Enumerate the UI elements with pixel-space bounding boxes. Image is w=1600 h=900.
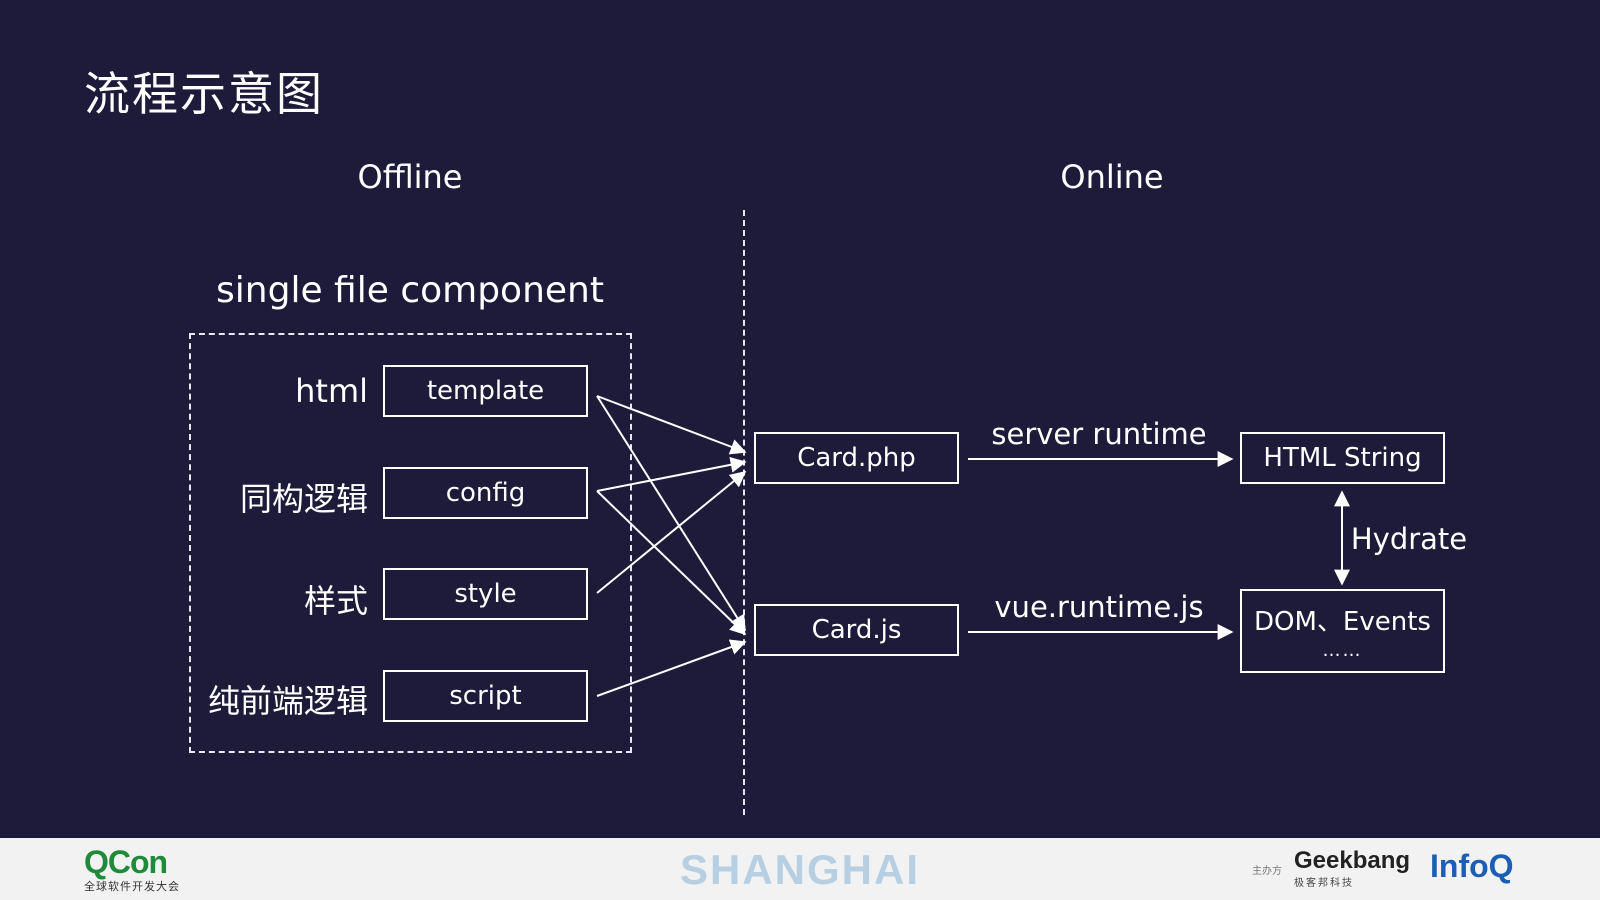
qcon-logo: QCon 全球软件开发大会 (84, 846, 180, 894)
template-box: template (383, 365, 588, 417)
dom-events-box: DOM、Events …… (1240, 589, 1445, 673)
slide-title: 流程示意图 (84, 67, 324, 121)
row-label-html: html (295, 372, 368, 410)
card-php-box: Card.php (754, 432, 959, 484)
script-box: script (383, 670, 588, 722)
server-runtime-label: server runtime (991, 417, 1207, 451)
infoq-logo: InfoQ (1430, 848, 1514, 884)
html-string-box: HTML String (1240, 432, 1445, 484)
qcon-logo-text: QCon (84, 844, 168, 880)
row-label-frontend-logic: 纯前端逻辑 (207, 682, 368, 720)
offline-heading: Offline (357, 158, 463, 196)
offline-online-divider (743, 210, 745, 815)
footer-bar: QCon 全球软件开发大会 SHANGHAI 主办方 Geekbang 极客邦科… (0, 838, 1600, 900)
geekbang-logo-subtitle: 极客邦科技 (1294, 878, 1354, 889)
card-js-box: Card.js (754, 604, 959, 656)
city-watermark: SHANGHAI (679, 846, 921, 893)
config-box: config (383, 467, 588, 519)
dom-events-ellipsis: …… (1322, 640, 1363, 661)
hydrate-label: Hydrate (1350, 522, 1468, 556)
row-label-style: 样式 (303, 582, 368, 620)
dom-events-label: DOM、Events (1254, 607, 1431, 637)
sfc-title: single file component (216, 270, 604, 311)
online-heading: Online (1060, 158, 1164, 196)
qcon-logo-subtitle: 全球软件开发大会 (84, 880, 180, 893)
geekbang-logo: Geekbang 极客邦科技 (1294, 847, 1411, 890)
style-box: style (383, 568, 588, 620)
row-label-isomorphic-logic: 同构逻辑 (239, 480, 368, 518)
vue-runtime-label: vue.runtime.js (994, 590, 1204, 624)
slide: 流程示意图 Offline Online single file compone… (84, 67, 1468, 815)
geekbang-logo-text: Geekbang (1294, 847, 1411, 874)
organizer-label: 主办方 (1252, 866, 1282, 877)
